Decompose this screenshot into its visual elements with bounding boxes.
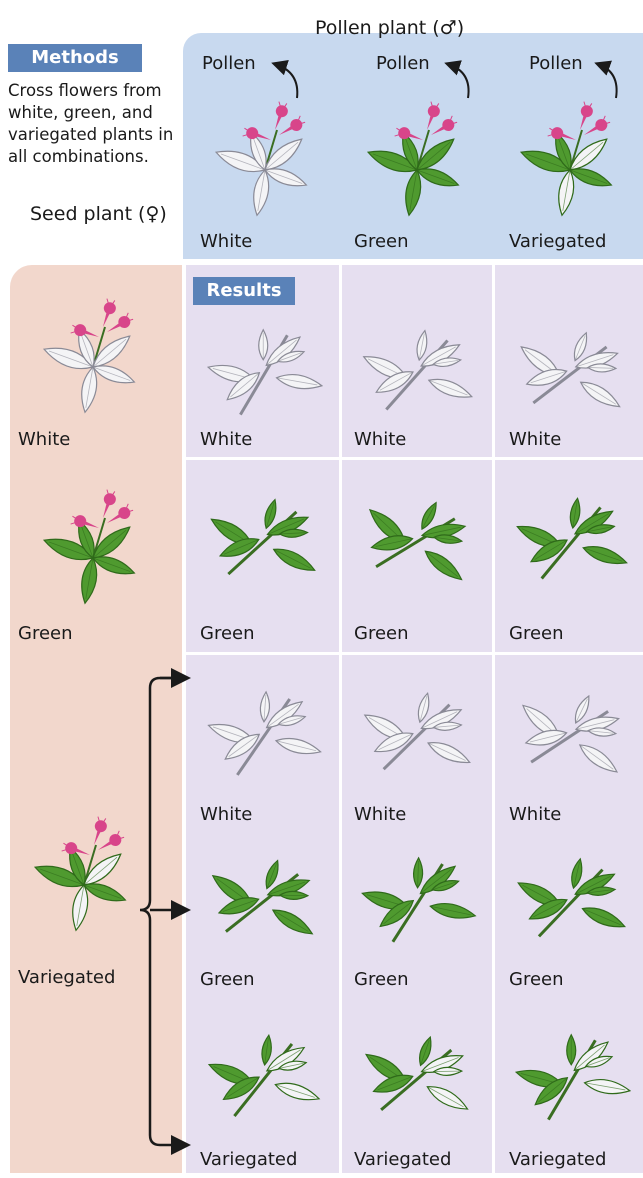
pollen-label: Pollen bbox=[376, 54, 430, 74]
seed-type-variegated: Variegated bbox=[18, 968, 115, 988]
result-label: Green bbox=[200, 624, 255, 644]
white-leaf-branch bbox=[506, 672, 636, 792]
white-flowering-plant bbox=[28, 292, 158, 422]
result-label: Variegated bbox=[354, 1150, 451, 1170]
result-label: White bbox=[200, 805, 252, 825]
methods-description: Cross flowers from white, green, and var… bbox=[8, 80, 186, 168]
white-flowering-plant bbox=[200, 95, 330, 225]
green-leaf-branch bbox=[352, 838, 482, 958]
green-leaf-branch bbox=[506, 478, 636, 598]
result-label: White bbox=[200, 430, 252, 450]
seed-type-green: Green bbox=[18, 624, 73, 644]
result-label: Variegated bbox=[509, 1150, 606, 1170]
result-label: Variegated bbox=[200, 1150, 297, 1170]
green-flowering-plant bbox=[352, 95, 482, 225]
results-badge: Results bbox=[193, 277, 295, 305]
result-label: White bbox=[509, 805, 561, 825]
variegated-flowering-plant bbox=[505, 95, 635, 225]
pollen-type-variegated: Variegated bbox=[509, 232, 606, 252]
variegated-flowering-plant bbox=[14, 800, 154, 950]
green-leaf-branch bbox=[198, 838, 328, 958]
result-label: Green bbox=[509, 624, 564, 644]
white-leaf-branch bbox=[352, 310, 482, 430]
pollen-type-white: White bbox=[200, 232, 252, 252]
white-leaf-branch bbox=[198, 672, 328, 792]
green-leaf-branch bbox=[352, 478, 482, 598]
white-leaf-branch bbox=[506, 310, 636, 430]
result-label: White bbox=[354, 430, 406, 450]
result-label: White bbox=[354, 805, 406, 825]
variegated-leaf-branch bbox=[506, 1015, 636, 1135]
pollen-label: Pollen bbox=[529, 54, 583, 74]
variegated-leaf-branch bbox=[198, 1015, 328, 1135]
result-label: Green bbox=[354, 624, 409, 644]
green-leaf-branch bbox=[506, 838, 636, 958]
pollen-type-green: Green bbox=[354, 232, 409, 252]
result-label: Green bbox=[354, 970, 409, 990]
variegated-leaf-branch bbox=[352, 1015, 482, 1135]
pollen-label: Pollen bbox=[202, 54, 256, 74]
white-leaf-branch bbox=[352, 672, 482, 792]
result-label: White bbox=[509, 430, 561, 450]
white-leaf-branch bbox=[198, 310, 328, 430]
green-leaf-branch bbox=[198, 478, 328, 598]
result-label: Green bbox=[509, 970, 564, 990]
pollen-plant-heading: Pollen plant (♂) bbox=[315, 18, 464, 38]
green-flowering-plant bbox=[28, 478, 158, 618]
methods-badge: Methods bbox=[8, 44, 142, 72]
seed-type-white: White bbox=[18, 430, 70, 450]
result-label: Green bbox=[200, 970, 255, 990]
seed-plant-heading: Seed plant (♀) bbox=[30, 204, 167, 224]
